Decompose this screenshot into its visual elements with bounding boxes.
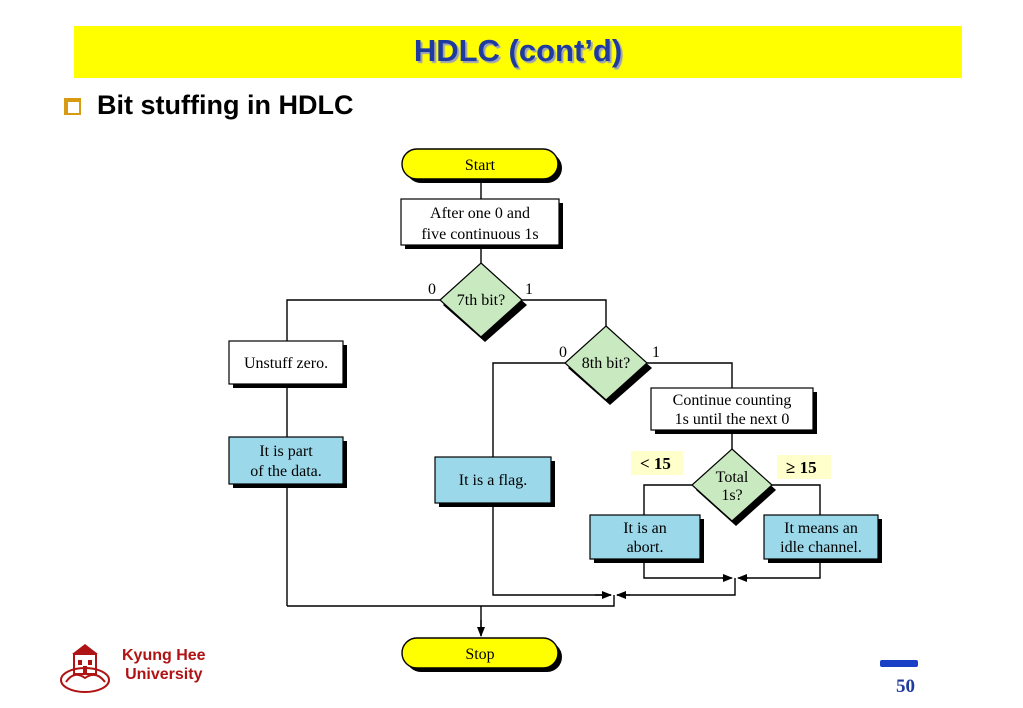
- slide-title: HDLC (cont’d): [413, 33, 623, 68]
- university-name-line1: Kyung Hee: [122, 647, 206, 664]
- part-of-data-line2: of the data.: [250, 463, 322, 480]
- process-unstuff-zero: Unstuff zero.: [228, 340, 347, 388]
- slide-subtitle: Bit stuffing in HDLC: [97, 90, 354, 120]
- continue-counting-line2: 1s until the next 0: [675, 411, 790, 428]
- idle-line2: idle channel.: [780, 539, 862, 556]
- abort-line1: It is an: [623, 520, 667, 537]
- start-terminal: Start: [401, 148, 562, 183]
- label-less-than-15: < 15: [640, 454, 671, 473]
- continue-counting-line1: Continue counting: [673, 392, 792, 409]
- decision-7th-label: 7th bit?: [457, 292, 505, 309]
- university-name-line2: University: [125, 666, 203, 683]
- stop-terminal: Stop: [401, 637, 562, 672]
- flag-label: It is a flag.: [459, 472, 527, 489]
- label-8th-zero: 0: [559, 344, 567, 361]
- idle-line1: It means an: [784, 520, 858, 537]
- decision-8th-label: 8th bit?: [582, 355, 630, 372]
- start-label: Start: [465, 157, 496, 174]
- process-after-zero: After one 0 and five continuous 1s: [400, 198, 563, 249]
- geq-label-bg: [777, 455, 831, 479]
- decision-7th-bit: 7th bit?: [439, 262, 527, 342]
- process-continue-counting: Continue counting 1s until the next 0: [650, 387, 817, 434]
- label-7th-one: 1: [525, 281, 533, 298]
- total-line2: 1s?: [721, 487, 742, 504]
- decision-total-ones: Total 1s?: [691, 448, 776, 526]
- unstuff-label: Unstuff zero.: [244, 355, 328, 372]
- checkbox-bullet-icon: [64, 98, 81, 115]
- connectors: [286, 181, 821, 636]
- after-zero-line2: five continuous 1s: [421, 226, 538, 243]
- title-bar: HDLC (cont’d): [74, 26, 962, 78]
- outcome-idle-channel: It means an idle channel.: [763, 514, 882, 563]
- part-of-data-line1: It is part: [259, 443, 313, 460]
- after-zero-line1: After one 0 and: [430, 205, 530, 222]
- label-7th-zero: 0: [428, 281, 436, 298]
- arrowheads: [477, 574, 748, 637]
- abort-line2: abort.: [627, 539, 664, 556]
- label-geq-15: ≥ 15: [786, 458, 817, 477]
- page-number: 50: [896, 676, 915, 697]
- decision-8th-bit: 8th bit?: [564, 325, 652, 405]
- university-name: Kyung Hee University: [122, 646, 206, 684]
- stop-label: Stop: [465, 646, 494, 663]
- university-seal-icon: [60, 644, 110, 693]
- total-line1: Total: [716, 469, 749, 486]
- outcome-abort: It is an abort.: [589, 514, 704, 563]
- page-accent-bar: [880, 660, 918, 667]
- outcome-part-of-data: It is part of the data.: [228, 436, 347, 488]
- label-8th-one: 1: [652, 344, 660, 361]
- less-label-bg: [631, 451, 683, 475]
- outcome-flag: It is a flag.: [434, 456, 555, 507]
